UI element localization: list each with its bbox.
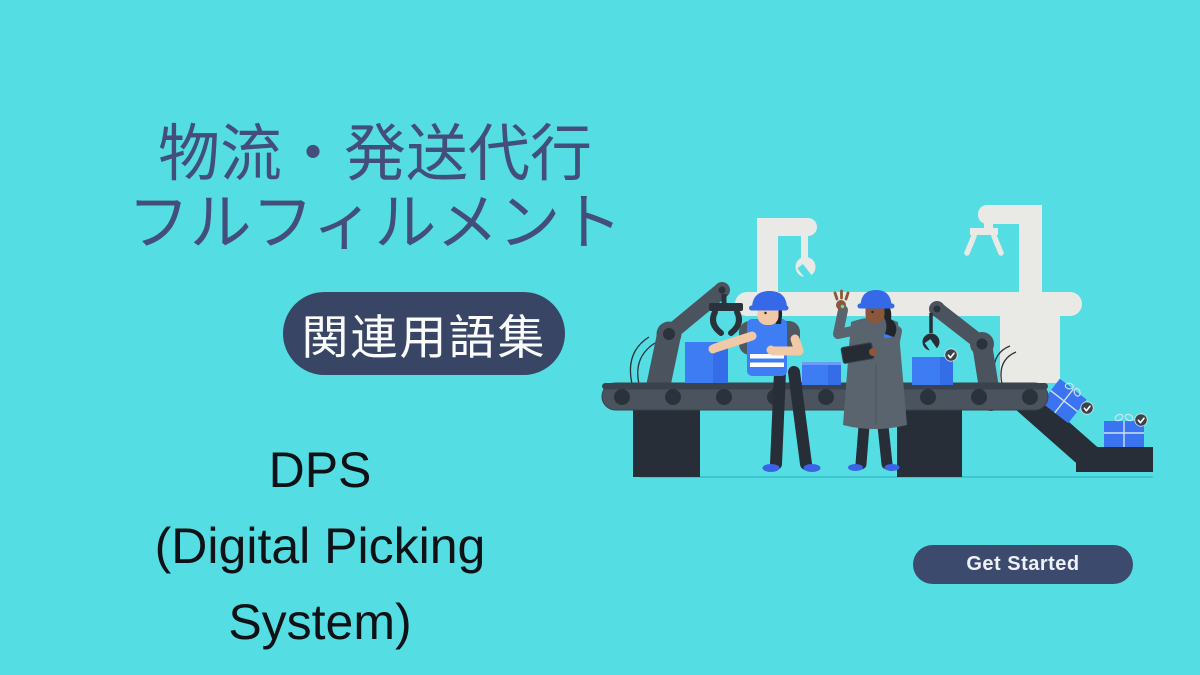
- check-badge-icon: [1134, 412, 1148, 428]
- parcel-box: [685, 342, 728, 383]
- factory-illustration: [601, 205, 1153, 478]
- term-line1: DPS: [268, 442, 372, 498]
- ok-hand-icon: [833, 289, 850, 310]
- term-title: DPS (Digital Picking System): [100, 432, 540, 660]
- hard-hat-icon: [749, 291, 789, 311]
- cables: [629, 336, 1017, 385]
- check-badge-icon: [1080, 400, 1094, 416]
- term-line3: System): [228, 594, 412, 650]
- hard-hat-icon: [857, 290, 895, 309]
- page-title-line1: 物流・発送代行: [157, 120, 592, 189]
- topic-badge-label: 関連用語集: [301, 311, 547, 364]
- gripper-claw-icon: [709, 294, 743, 336]
- parcel-box: [802, 362, 841, 385]
- term-line2: (Digital Picking: [154, 518, 486, 574]
- gantry-wrench-icon: [795, 257, 816, 280]
- wrench-icon: [922, 313, 940, 354]
- parcel-box: [912, 357, 953, 385]
- page-title: 物流・発送代行 フルフィルメント: [110, 120, 640, 258]
- gift-box: [1041, 378, 1087, 424]
- gantry-structure: [735, 205, 1082, 383]
- safety-vest: [747, 319, 787, 376]
- gantry-claw-icon: [964, 222, 1004, 256]
- conveyor-leg: [633, 408, 700, 477]
- gift-box: [1104, 413, 1144, 447]
- get-started-button[interactable]: Get Started: [913, 545, 1133, 584]
- page-title-line2: フルフィルメント: [127, 189, 623, 258]
- get-started-label: Get Started: [966, 553, 1080, 575]
- check-badge-icon: [943, 347, 959, 363]
- conveyor-belt: [601, 382, 1049, 411]
- conveyor-leg: [897, 408, 962, 477]
- robot-arm-left: [645, 282, 743, 404]
- topic-badge: 関連用語集: [283, 292, 565, 375]
- conveyor-rollers: [614, 389, 1038, 405]
- worker-male: [708, 291, 821, 472]
- worker-female: [833, 289, 907, 471]
